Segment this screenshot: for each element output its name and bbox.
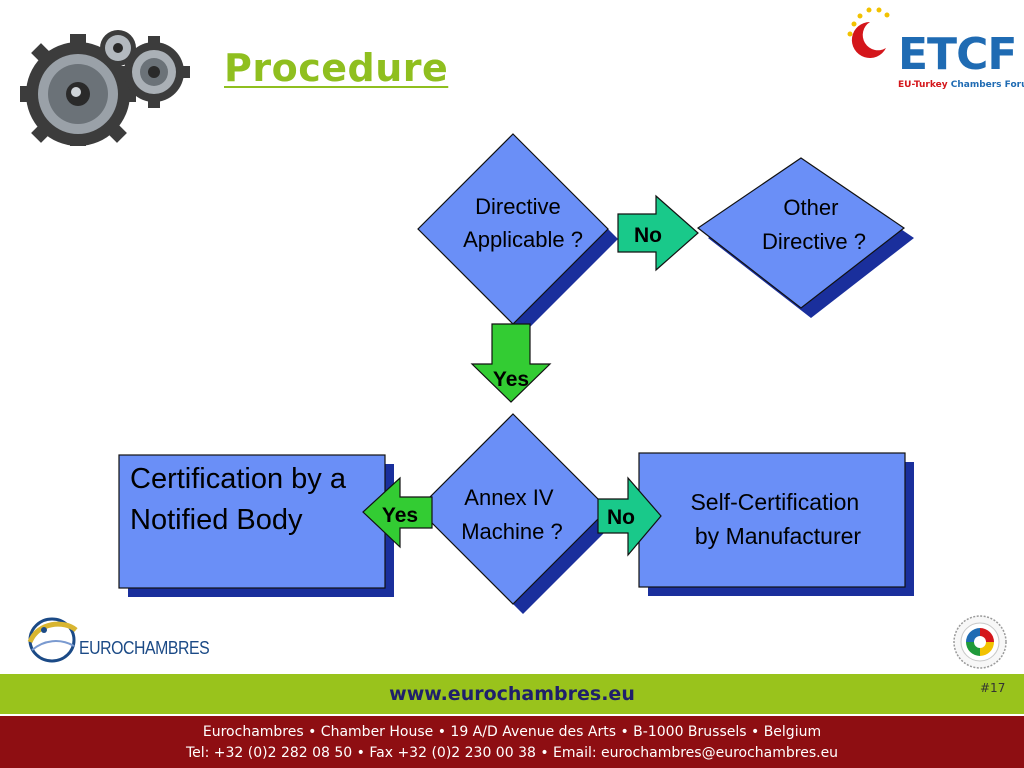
arrow-yes-down: Yes (470, 323, 552, 403)
footer-address: Eurochambres • Chamber House • 19 A/D Av… (202, 724, 822, 740)
svg-text:Certification by a Notif: Certification by a Notified Body (130, 463, 354, 536)
arrow-no-top: No (617, 194, 699, 272)
etcf-tagline: EU-Turkey Chambers Forum (898, 80, 1024, 90)
other-directive-line2: Directive ? (762, 229, 866, 254)
etcf-tagline-rest: Chambers Forum (950, 80, 1024, 90)
self-certification-box: Self-Certification by Manufacturer (638, 452, 914, 596)
gear-top-icon (100, 30, 136, 66)
notified-body-line1: Certification by a (130, 463, 347, 495)
flowchart: Directive Applicable ? Other Directive ?… (118, 133, 914, 614)
annex-iv-line2: Machine ? (461, 519, 563, 544)
directive-applicable-line2: Applicable ? (463, 227, 583, 252)
svg-text:Directive Applicable ?: Directive Applicable ? (463, 194, 583, 252)
website-link[interactable]: www.eurochambres.eu (389, 683, 635, 705)
svg-text:Self-Certification by Ma: Self-Certification by Manufacturer (690, 489, 865, 549)
footer-green-band (0, 674, 1024, 714)
gear-large-icon (20, 34, 136, 146)
self-certification-line2: by Manufacturer (695, 523, 862, 549)
self-certification-line1: Self-Certification (690, 489, 859, 515)
annex-iv-diamond: Annex IV Machine ? (417, 413, 618, 614)
etcf-emblem-icon (847, 7, 890, 58)
footer-contact: Tel: +32 (0)2 282 08 50 • Fax +32 (0)2 2… (185, 745, 839, 761)
other-directive-diamond: Other Directive ? (696, 157, 914, 318)
directive-applicable-diamond: Directive Applicable ? (417, 133, 618, 334)
arrow-yes-left: Yes (362, 476, 433, 549)
slide-title: Procedure (224, 46, 449, 90)
etcf-logo-text: ETCF (898, 29, 1017, 80)
slide-number: #17 (980, 681, 1006, 695)
eurochambres-emblem-icon (27, 617, 78, 663)
gear-small-icon (118, 36, 190, 108)
arrow-yes-down-label: Yes (493, 368, 529, 391)
arrow-no-bottom: No (597, 476, 662, 557)
eurochambres-logo-text: EUROCHAMBRES (79, 638, 210, 658)
other-directive-line1: Other (783, 195, 838, 220)
directive-applicable-line1: Directive (475, 194, 561, 219)
gears-icon (20, 30, 190, 146)
arrow-no-bottom-label: No (607, 506, 635, 529)
notified-body-line2: Notified Body (130, 504, 303, 536)
arrow-no-top-label: No (634, 224, 662, 247)
svg-text:Annex IV Machine ?: Annex IV Machine ? (461, 485, 563, 544)
svg-text:Other Directive ?: Other Directive ? (762, 195, 866, 254)
arrow-yes-left-label: Yes (382, 504, 418, 527)
etcf-tagline-turkey: EU-Turkey (898, 80, 948, 90)
tobb-seal-icon (953, 615, 1007, 669)
annex-iv-line1: Annex IV (464, 485, 554, 510)
notified-body-box: Certification by a Notified Body (118, 454, 394, 597)
footer-red-band (0, 716, 1024, 768)
